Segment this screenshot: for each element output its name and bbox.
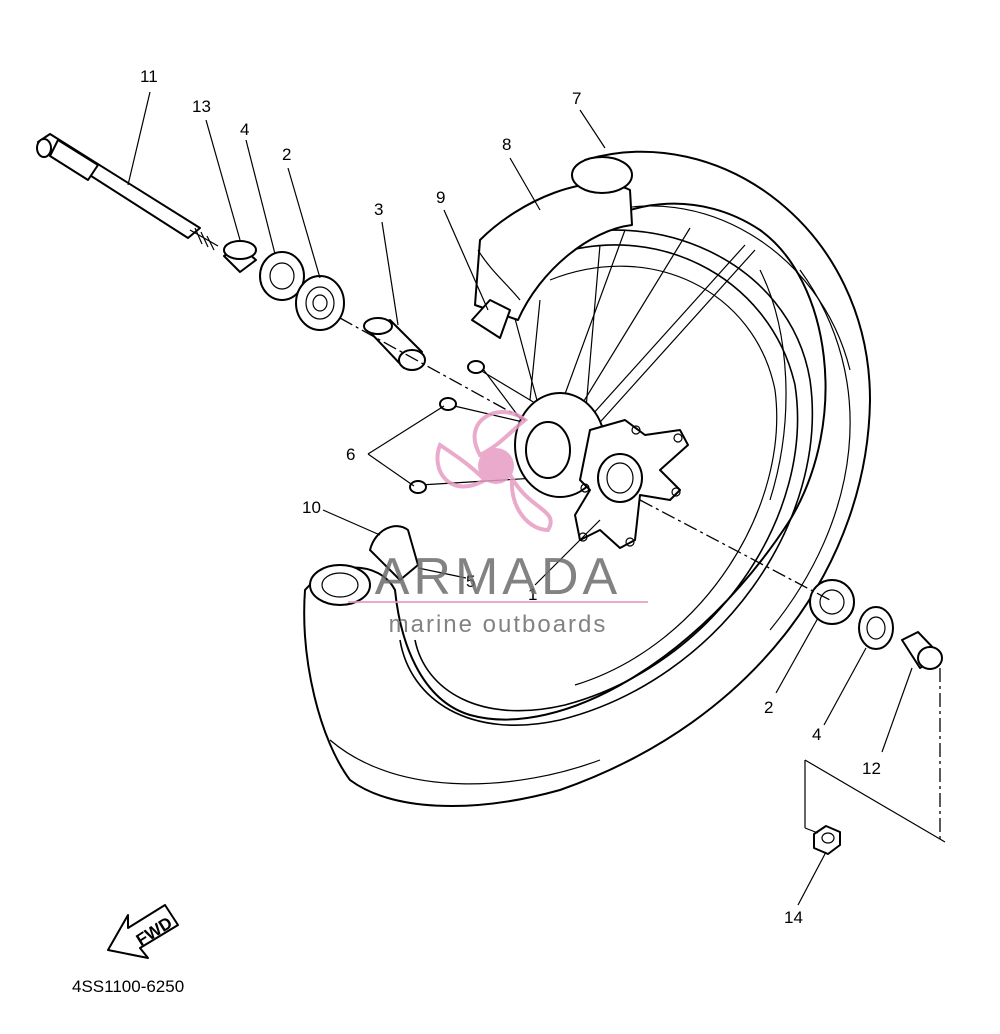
- callout-4-left: 4: [240, 120, 249, 139]
- callout-11: 11: [140, 67, 158, 86]
- callout-labels: 11 13 4 2 3 9 8 7 6 10 5 1 2 4 12 14: [140, 67, 881, 927]
- spoke-nipples: [409, 360, 485, 494]
- axle: [36, 133, 219, 251]
- collar-13: [223, 240, 257, 273]
- oil-seal-right: [858, 606, 894, 650]
- watermark-brand: ARMADA: [375, 548, 621, 606]
- fwd-arrow: FWD: [107, 904, 179, 959]
- callout-6: 6: [346, 445, 355, 464]
- callout-8: 8: [502, 135, 511, 154]
- rim-band: [471, 299, 511, 339]
- watermark-tagline: marine outboards: [389, 611, 608, 638]
- callout-4-right: 4: [812, 725, 821, 744]
- diagram-code: 4SS1100-6250: [72, 977, 184, 996]
- leader-lines: [127, 91, 913, 906]
- callout-2-right: 2: [764, 698, 773, 717]
- callout-7: 7: [572, 89, 581, 108]
- callout-12: 12: [862, 759, 881, 778]
- spacer: [363, 317, 426, 371]
- callout-1: 1: [528, 585, 537, 604]
- hub: [514, 392, 689, 549]
- propeller-logo-icon: [435, 410, 553, 533]
- callout-14: 14: [784, 908, 803, 927]
- callout-5: 5: [466, 572, 475, 591]
- bearing-right: [809, 579, 855, 625]
- assembly-axis: [339, 317, 946, 843]
- bearing-left: [295, 275, 345, 331]
- callout-10: 10: [302, 498, 321, 517]
- nut-14: [813, 825, 841, 855]
- callout-3: 3: [374, 200, 383, 219]
- valve: [309, 525, 419, 606]
- oil-seal-left: [259, 251, 305, 301]
- callout-13: 13: [192, 97, 211, 116]
- callout-9: 9: [436, 188, 445, 207]
- rim: [399, 229, 814, 726]
- callout-2-left: 2: [282, 145, 291, 164]
- tube: [474, 156, 633, 321]
- collar-12: [901, 631, 943, 670]
- watermark: ARMADA marine outboards: [348, 410, 648, 638]
